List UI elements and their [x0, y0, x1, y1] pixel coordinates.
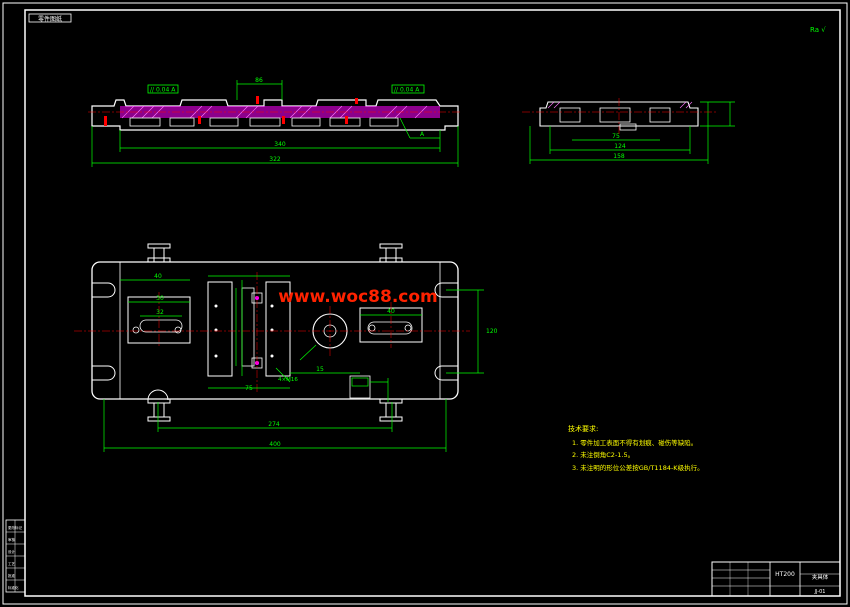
rev-row-2: 审核 [8, 537, 15, 542]
plan-dim-pitch: 274 [268, 421, 280, 428]
plan-dim-total: 400 [269, 441, 281, 448]
rev-row-5: 批准 [8, 573, 15, 578]
side-dim-overall: 158 [613, 153, 625, 160]
dim-inner: 340 [274, 141, 286, 148]
right-hole-a [368, 324, 376, 332]
right-hole-b [404, 324, 412, 332]
side-body-outline [539, 101, 699, 127]
tech-note-2: 2. 未注倒角C2-1.5。 [572, 450, 634, 459]
plan-dim-right-a: 40 [387, 308, 395, 315]
rev-row-6: 标准化 [8, 585, 19, 590]
tech-notes-heading: 技术要求: [568, 424, 598, 433]
side-hatch [547, 101, 693, 109]
plan-inner-outline [119, 261, 441, 400]
revision-block: 更改标记 审核 设计 工艺 批准 标准化 [5, 519, 26, 593]
right-slot [367, 321, 413, 335]
plan-lugs [147, 243, 403, 422]
tolerance-left: // 0.04 A [150, 87, 176, 94]
tech-notes: 技术要求: 1. 零件加工表面不得有划痕、碰伤等缺陷。 2. 未注倒角C2-1.… [568, 424, 704, 472]
front-view: // 0.04 A // 0.04 A 86 340 322 A [88, 77, 462, 167]
title-part-name: 夹具体 [812, 573, 829, 581]
plan-dim-left-a: 30 [156, 295, 164, 302]
left-hole-a [132, 326, 140, 334]
plan-view: 40 32 30 40 15 274 400 120 4×M16 75 [74, 243, 498, 452]
title-block: HT200 夹具体 JJ-01 [711, 561, 841, 597]
plan-dimensions [103, 275, 484, 452]
title-drawing-no: JJ-01 [814, 589, 826, 595]
tolerance-right: // 0.04 A [394, 87, 420, 94]
left-slot [139, 319, 183, 333]
plan-dim-height: 120 [486, 328, 498, 335]
title-material: HT200 [775, 571, 795, 578]
side-dim-mid: 75 [612, 133, 620, 140]
front-dimensions [91, 80, 459, 167]
watermark: www.woc88.com [278, 287, 438, 307]
plan-u-slots [92, 282, 458, 381]
front-marks [104, 96, 358, 126]
vertical-slot-left [207, 281, 233, 377]
side-dim-inner: 124 [614, 143, 626, 150]
inner-border [24, 9, 841, 597]
side-details [559, 107, 671, 131]
rev-row-3: 设计 [8, 549, 15, 554]
plan-hole-note: 4×M16 [278, 377, 298, 383]
plan-dim-slot-w: 40 [154, 273, 162, 280]
bottom-small-block [349, 375, 371, 399]
dim-overall: 322 [269, 156, 281, 163]
plan-centerlines [74, 272, 470, 392]
plan-dim-center: 15 [316, 366, 324, 373]
corner-label: 零件图纸 [38, 15, 62, 23]
tech-note-1: 1. 零件加工表面不得有划痕、碰伤等缺陷。 [572, 438, 697, 447]
plan-dim-slot-len: 75 [245, 385, 253, 392]
roughness-note: Ra √ [810, 26, 826, 34]
rev-row-4: 工艺 [8, 561, 15, 566]
rev-row-1: 更改标记 [8, 525, 22, 530]
tolerance-frame-right [391, 84, 425, 94]
tech-note-3: 3. 未注明的形位公差按GB/T1184-K级执行。 [572, 463, 704, 472]
side-view: 158 124 75 [522, 98, 735, 164]
plan-body-outline [91, 261, 459, 400]
corner-label-box [28, 13, 72, 23]
vertical-slot-right [265, 281, 291, 377]
front-pockets [129, 117, 399, 127]
label-a: A [420, 131, 425, 138]
tolerance-frame-left [147, 84, 179, 94]
dim-top: 86 [255, 77, 263, 84]
left-hole-b [174, 326, 182, 334]
plan-dim-hole-left: 32 [156, 309, 164, 316]
side-dimensions [529, 101, 735, 164]
